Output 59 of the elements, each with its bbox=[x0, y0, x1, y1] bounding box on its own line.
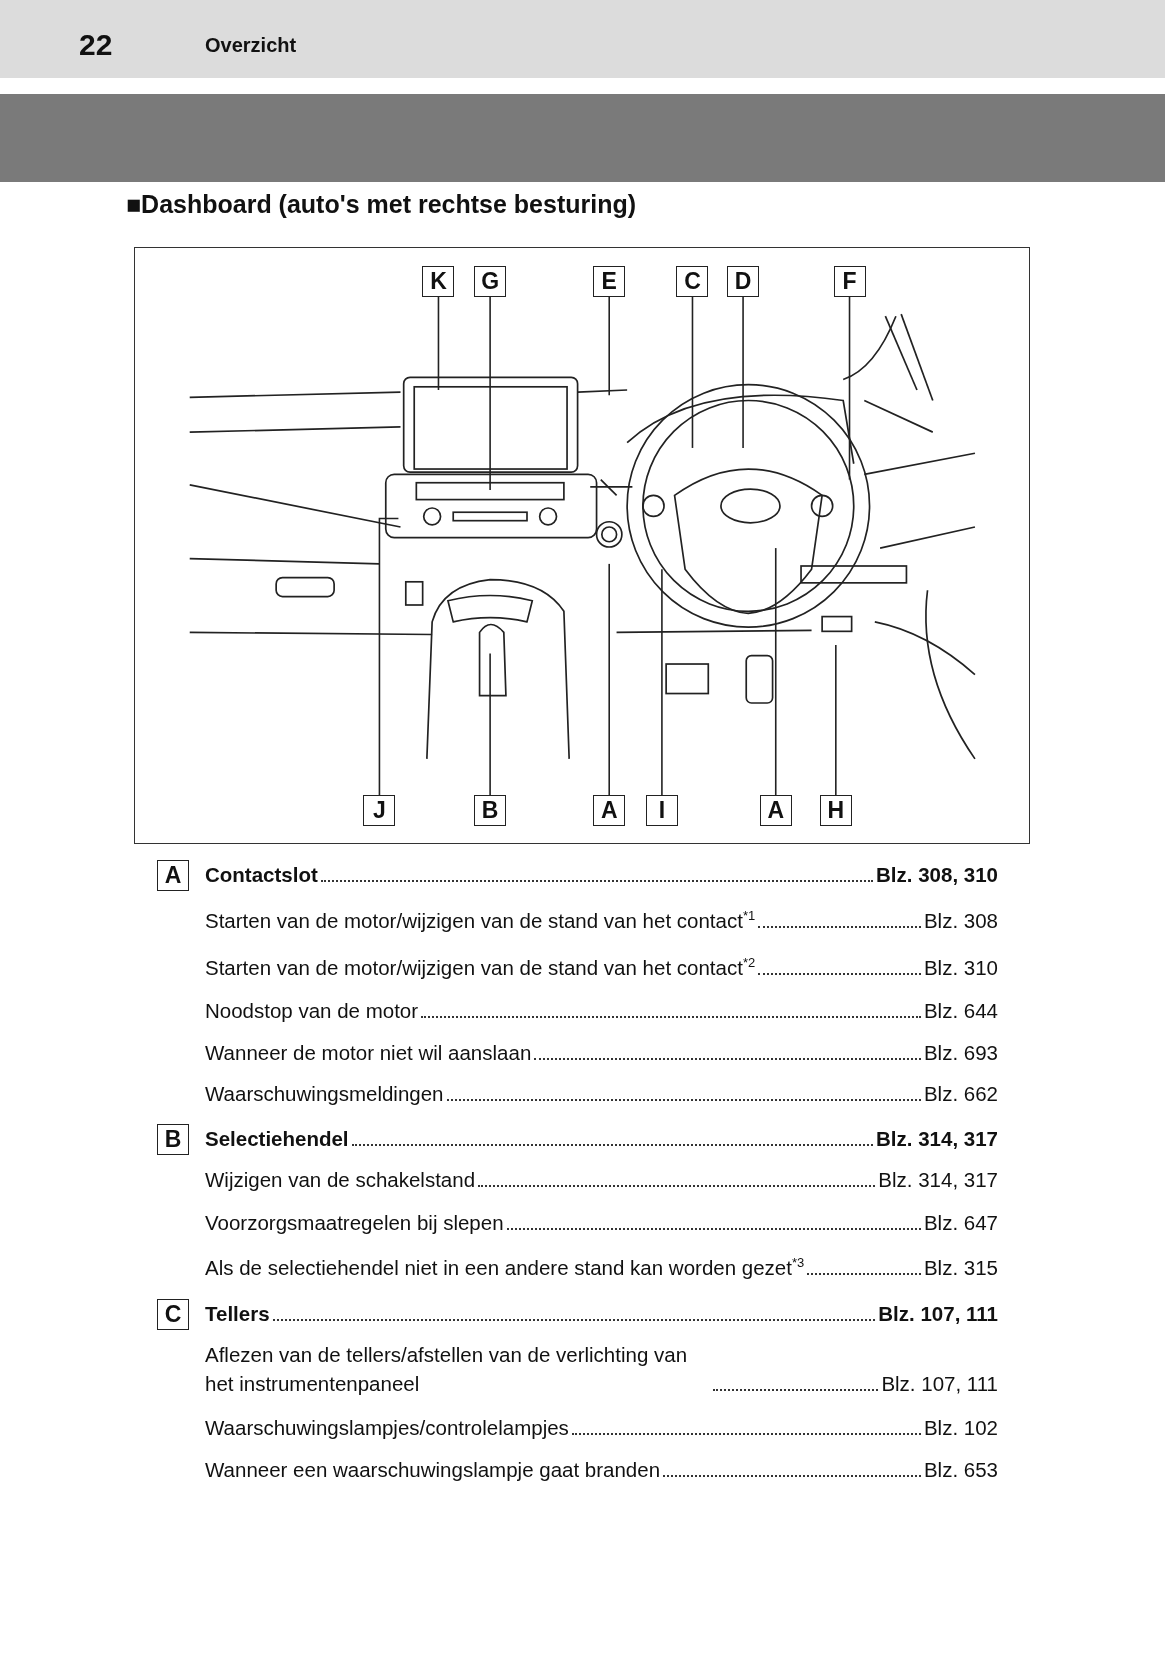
page-reference: Blz. 310 bbox=[923, 955, 998, 981]
page-reference: Blz. 644 bbox=[923, 998, 998, 1024]
leader-line bbox=[835, 644, 837, 796]
item-text: Als de selectiehendel niet in een andere stand kan worden gezet$^{*3}$ bbox=[205, 1254, 805, 1281]
item-text: Starten van de motor/wijzigen van de stand van het contact$^{*2}$ bbox=[205, 954, 756, 981]
page-reference: Blz. 314, 317 bbox=[878, 1167, 998, 1193]
callout-letter: K bbox=[422, 265, 455, 297]
leader-line bbox=[691, 296, 694, 449]
callout-letter: I bbox=[645, 795, 678, 826]
callout-letter: A bbox=[593, 795, 626, 826]
page-reference: Blz. 647 bbox=[923, 1210, 998, 1236]
section-title: ■Dashboard (auto's met rechtse besturing) bbox=[126, 190, 637, 219]
page-reference: Blz. 693 bbox=[923, 1040, 998, 1066]
callout-letter: J bbox=[363, 795, 396, 826]
page-reference: Blz. 653 bbox=[923, 1457, 998, 1483]
page-reference: Blz. 308 bbox=[923, 908, 998, 934]
leader-line bbox=[608, 563, 610, 796]
callout-letter: G bbox=[474, 265, 507, 297]
item-text: Wijzigen van de schakelstand bbox=[205, 1167, 476, 1193]
leader-line bbox=[742, 296, 744, 449]
callout-letter: C bbox=[676, 265, 709, 297]
leader-line bbox=[489, 652, 491, 796]
leader-line bbox=[378, 517, 400, 796]
leader-line bbox=[774, 547, 777, 796]
item-heading: Contactslot bbox=[205, 862, 318, 888]
leader-line bbox=[437, 296, 440, 391]
callout-letter: C bbox=[157, 1298, 189, 1330]
callout-letter: B bbox=[157, 1123, 189, 1155]
callout-letter: A bbox=[759, 795, 792, 826]
item-heading: Selectiehendel bbox=[205, 1126, 349, 1152]
callout-letter: E bbox=[593, 265, 626, 297]
section-band bbox=[0, 94, 1165, 182]
leader-line bbox=[489, 296, 491, 491]
item-text: Noodstop van de motor bbox=[205, 998, 419, 1024]
page-reference: Blz. 314, 317 bbox=[876, 1126, 998, 1152]
item-text: Starten van de motor/wijzigen van de stand van het contact$^{*1}$ bbox=[205, 907, 756, 934]
item-text: Aflezen van de tellers/afstellen van de verlichting van het instrumentenpaneel bbox=[205, 1342, 689, 1397]
item-text: Wanneer de motor niet wil aanslaan bbox=[205, 1040, 532, 1066]
callout-letter: B bbox=[474, 795, 507, 826]
callout-letter: A bbox=[157, 859, 189, 891]
page-reference: Blz. 315 bbox=[923, 1255, 998, 1281]
callout-letter: F bbox=[833, 265, 866, 297]
leader-line bbox=[661, 568, 663, 796]
page-number: 22 bbox=[79, 28, 113, 62]
callout-letter: H bbox=[819, 795, 852, 826]
item-text: Wanneer een waarschuwingslampje gaat branden bbox=[205, 1457, 661, 1483]
item-heading: Tellers bbox=[205, 1301, 270, 1327]
item-text: Voorzorgsmaatregelen bij slepen bbox=[205, 1210, 504, 1236]
page-reference: Blz. 662 bbox=[923, 1081, 998, 1107]
page-reference: Blz. 107, 111 bbox=[881, 1371, 998, 1397]
page-reference: Blz. 102 bbox=[923, 1415, 998, 1441]
leader-line bbox=[848, 296, 851, 481]
page-reference: Blz. 308, 310 bbox=[876, 862, 998, 888]
item-text: Waarschuwingslampjes/controlelampjes bbox=[205, 1415, 569, 1441]
callout-letter: D bbox=[727, 265, 760, 297]
leader-line bbox=[608, 296, 610, 397]
page-reference: Blz. 107, 111 bbox=[878, 1301, 998, 1327]
chapter-title: Overzicht bbox=[205, 34, 297, 57]
item-text: Waarschuwingsmeldingen bbox=[205, 1081, 444, 1107]
